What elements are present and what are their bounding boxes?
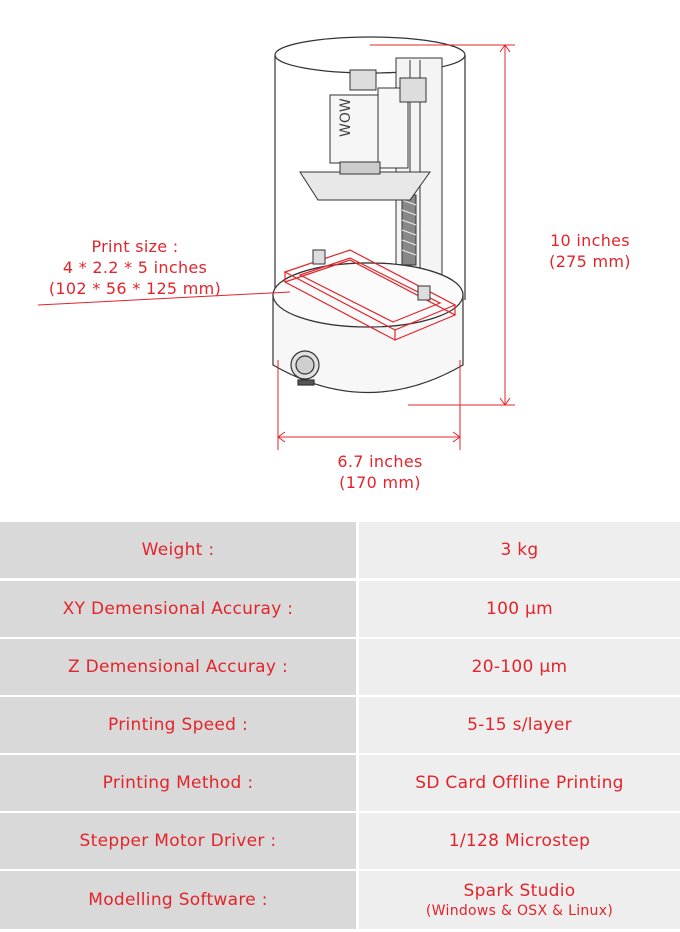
print-size-label: Print size : 4 * 2.2 * 5 inches (102 * 5… <box>30 236 240 299</box>
width-label: 6.7 inches (170 mm) <box>300 451 460 493</box>
spec-label: Modelling Software : <box>0 871 356 929</box>
dimension-lines <box>37 44 515 450</box>
printer-illustration: WOW <box>37 36 515 450</box>
spec-row-z-accuracy: Z Demensional Accuray : 20-100 μm <box>0 639 680 695</box>
spec-value: 3 kg <box>359 522 680 578</box>
print-size-mm: (102 * 56 * 125 mm) <box>48 279 222 298</box>
spec-row-stepper-driver: Stepper Motor Driver : 1/128 Microstep <box>0 813 680 869</box>
height-label: 10 inches (275 mm) <box>520 230 660 272</box>
software-name: Spark Studio <box>463 881 576 901</box>
print-size-title: Print size : <box>91 237 179 256</box>
height-inches: 10 inches <box>550 231 630 250</box>
spec-value: 100 μm <box>359 581 680 637</box>
height-mm: (275 mm) <box>549 252 631 271</box>
specs-table: Weight : 3 kg XY Demensional Accuray : 1… <box>0 522 680 932</box>
spec-label: Printing Speed : <box>0 697 356 753</box>
spec-row-printing-speed: Printing Speed : 5-15 s/layer <box>0 697 680 753</box>
printer-base <box>272 262 464 393</box>
spec-value: 5-15 s/layer <box>359 697 680 753</box>
build-plate <box>299 161 431 201</box>
spec-label: Printing Method : <box>0 755 356 811</box>
spec-label: Stepper Motor Driver : <box>0 813 356 869</box>
spec-row-xy-accuracy: XY Demensional Accuray : 100 μm <box>0 581 680 637</box>
spec-row-modelling-software: Modelling Software : Spark Studio (Windo… <box>0 871 680 929</box>
spec-value: SD Card Offline Printing <box>359 755 680 811</box>
spec-label: Weight : <box>0 522 356 578</box>
resin-vat <box>283 249 457 341</box>
software-platforms: (Windows & OSX & Linux) <box>425 903 614 919</box>
spec-label: XY Demensional Accuray : <box>0 581 356 637</box>
spec-row-printing-method: Printing Method : SD Card Offline Printi… <box>0 755 680 811</box>
carriage-block: WOW <box>329 69 427 169</box>
vat-knobs <box>312 249 431 301</box>
spec-row-weight: Weight : 3 kg <box>0 522 680 578</box>
spec-value: 1/128 Microstep <box>359 813 680 869</box>
spec-value: 20-100 μm <box>359 639 680 695</box>
printer-diagram: WOW <box>30 36 660 493</box>
width-inches: 6.7 inches <box>337 452 423 471</box>
spec-value: Spark Studio (Windows & OSX & Linux) <box>359 871 680 929</box>
width-mm: (170 mm) <box>339 473 421 492</box>
brand-logo: WOW <box>338 98 354 137</box>
spec-label: Z Demensional Accuray : <box>0 639 356 695</box>
print-size-inches: 4 * 2.2 * 5 inches <box>62 258 208 277</box>
